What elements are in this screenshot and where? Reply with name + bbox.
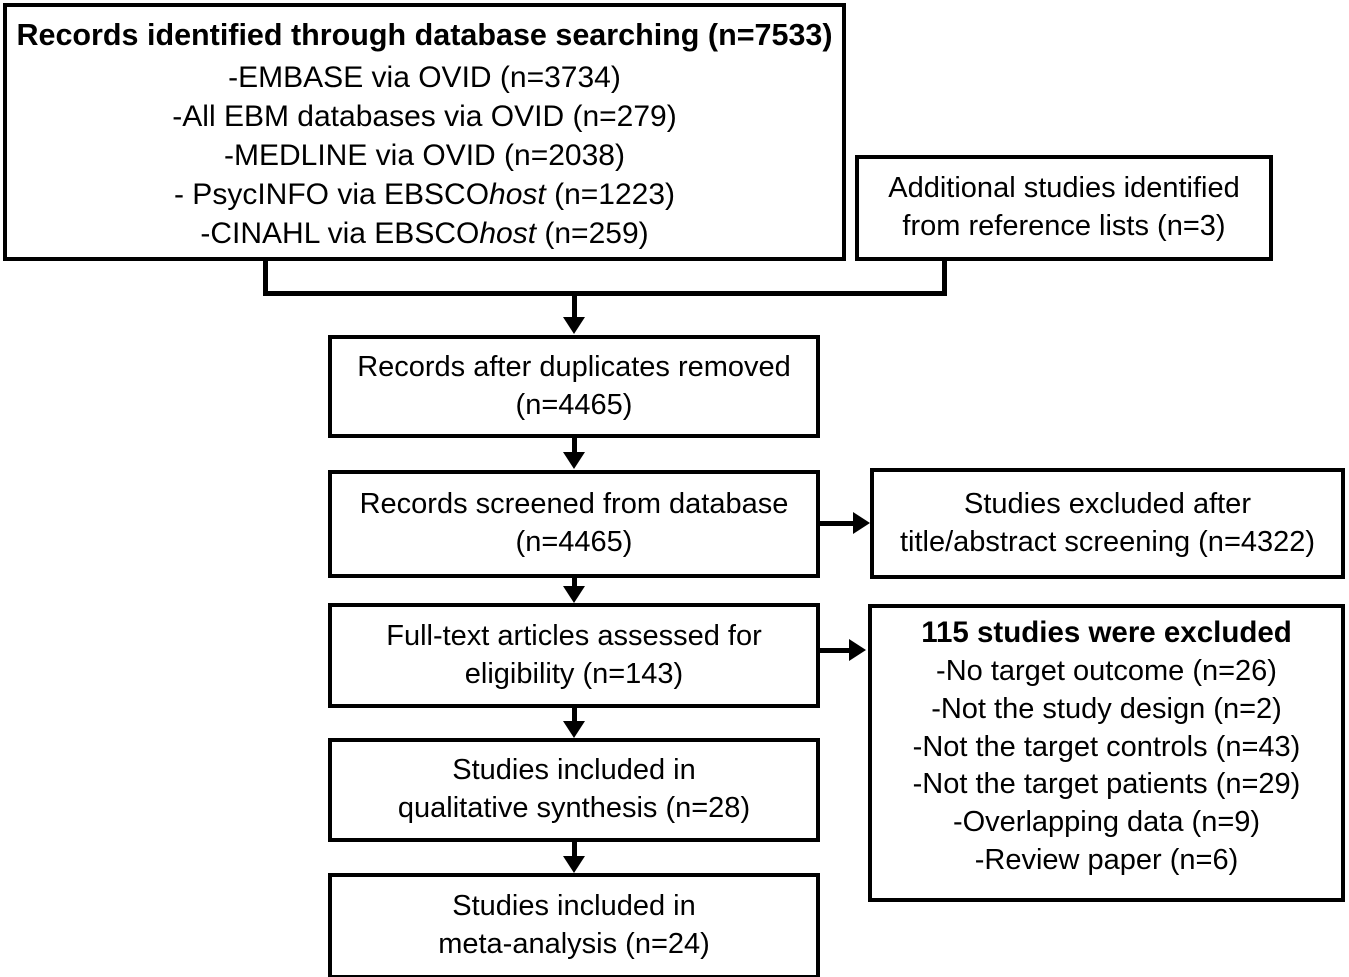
database-source-medline: -MEDLINE via OVID (n=2038) (224, 138, 625, 172)
arrow-qualitative-to-meta (563, 856, 585, 873)
fulltext-assessed-line-2: eligibility (n=143) (464, 657, 684, 690)
connector-qualitative-to-meta (572, 842, 577, 858)
arrow-duplicates-to-screened (563, 452, 585, 469)
connector-vertical-merge-to-duplicates (572, 291, 577, 319)
fulltext-assessed-line-1: Full-text articles assessed for (386, 619, 762, 652)
excluded-reason-not-study-design: -Not the study design (n=2) (931, 693, 1282, 726)
database-source-ebm: -All EBM databases via OVID (n=279) (172, 99, 677, 133)
database-source-embase: -EMBASE via OVID (n=3734) (228, 60, 621, 94)
records-screened-line-1: Records screened from database (359, 488, 789, 521)
qualitative-synthesis-line-2: qualitative synthesis (n=28) (397, 792, 751, 824)
box-fulltext-articles-assessed-for-eligibility: Full-text articles assessed for eligibil… (328, 603, 820, 708)
box-records-after-duplicates-removed: Records after duplicates removed (n=4465… (328, 335, 820, 438)
database-source-psycinfo: - PsycINFO via EBSCOhost (n=1223) (173, 177, 676, 211)
excluded-reason-no-target-outcome: -No target outcome (n=26) (936, 655, 1277, 688)
excluded-reason-not-target-controls: -Not the target controls (n=43) (912, 730, 1301, 763)
connector-duplicates-to-screened (572, 438, 577, 454)
box-records-screened-from-database: Records screened from database (n=4465) (328, 470, 820, 578)
additional-studies-line-2: from reference lists (n=3) (902, 210, 1226, 242)
duplicates-removed-line-2: (n=4465) (515, 388, 633, 421)
qualitative-synthesis-line-1: Studies included in (452, 754, 696, 787)
database-search-header: Records identified through database sear… (16, 18, 833, 52)
excluded-reason-review-paper: -Review paper (n=6) (974, 843, 1239, 876)
box-additional-studies-identified: Additional studies identified from refer… (855, 155, 1273, 261)
box-studies-excluded-after-title-abstract-screening: Studies excluded after title/abstract sc… (870, 468, 1345, 579)
meta-analysis-line-2: meta-analysis (n=24) (438, 928, 710, 960)
duplicates-removed-line-1: Records after duplicates removed (357, 350, 791, 383)
connector-horizontal-merge (263, 291, 947, 296)
arrow-screened-to-fulltext (563, 586, 585, 603)
connector-screened-to-excluded-screening (820, 521, 856, 526)
additional-studies-line-1: Additional studies identified (888, 172, 1240, 205)
records-screened-line-2: (n=4465) (515, 526, 633, 558)
connector-vertical-from-database-box (263, 259, 268, 295)
arrow-screened-to-excluded-screening (853, 512, 870, 534)
excluded-screening-line-2: title/abstract screening (n=4322) (899, 525, 1316, 558)
meta-analysis-line-1: Studies included in (452, 890, 696, 923)
connector-vertical-from-additional-box (942, 259, 947, 295)
box-studies-included-meta-analysis: Studies included in meta-analysis (n=24) (328, 873, 820, 977)
connector-fulltext-to-qualitative (572, 708, 577, 724)
arrow-fulltext-to-qualitative (563, 721, 585, 738)
excluded-fulltext-header: 115 studies were excluded (921, 616, 1292, 649)
box-records-identified-database-searching: Records identified through database sear… (3, 3, 846, 261)
excluded-reason-overlapping-data: -Overlapping data (n=9) (952, 806, 1261, 839)
box-studies-excluded-full-text: 115 studies were excluded -No target out… (868, 604, 1345, 902)
box-studies-included-qualitative-synthesis: Studies included in qualitative synthesi… (328, 738, 820, 842)
excluded-reason-not-target-patients: -Not the target patients (n=29) (912, 768, 1301, 801)
connector-fulltext-to-excluded-fulltext (820, 648, 852, 653)
arrow-merge-to-duplicates (563, 317, 585, 334)
excluded-screening-line-1: Studies excluded after (964, 487, 1251, 520)
arrow-fulltext-to-excluded-fulltext (849, 639, 866, 661)
database-source-cinahl: -CINAHL via EBSCOhost (n=259) (200, 216, 649, 250)
